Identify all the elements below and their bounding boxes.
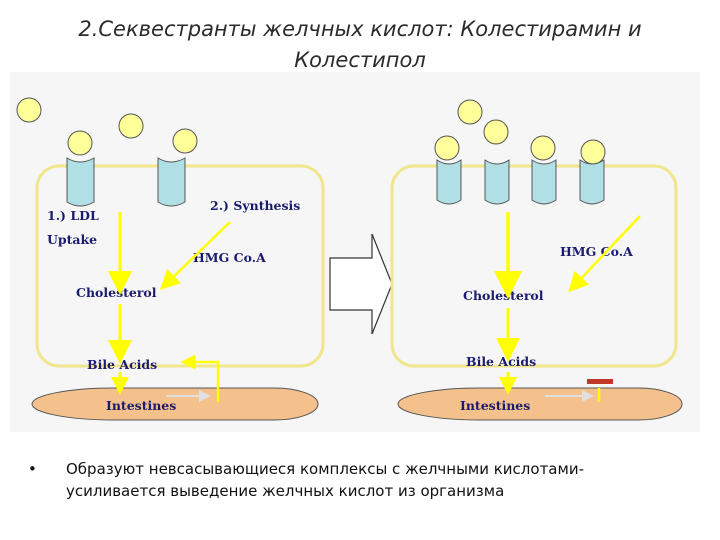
bullet-list: • Образуют невсасывающиеся комплексы с ж…	[28, 458, 698, 502]
bile-acids-label: Bile Acids	[466, 354, 536, 369]
bullet-marker: •	[28, 460, 37, 478]
reabsorption-block-bar	[587, 379, 613, 384]
ldl-particle	[483, 119, 509, 145]
reabsorption-arrow	[180, 354, 220, 402]
transition-arrow	[329, 233, 393, 335]
bullet-item: • Образуют невсасывающиеся комплексы с ж…	[28, 458, 698, 502]
title-line-1: 2.Секвестранты желчных кислот: Колестира…	[78, 17, 642, 41]
left-panel: 1.) LDL Uptake 2.) Synthesis HMG Co.A Ch…	[16, 97, 325, 421]
intestine-tube	[114, 388, 274, 420]
ldl-receptor	[66, 157, 95, 207]
ldl-particle	[16, 97, 42, 123]
bullet-text-line-1: Образуют невсасывающиеся комплексы с жел…	[66, 460, 584, 478]
cholesterol-label: Cholesterol	[463, 288, 544, 303]
ldl-receptor	[484, 159, 510, 205]
ldl-particle	[67, 130, 93, 156]
intestines-label: Intestines	[106, 398, 176, 413]
ldl-uptake-label: 1.) LDL	[47, 208, 99, 223]
title-line-2: Колестипол	[294, 48, 426, 72]
slide-title: 2.Секвестранты желчных кислот: Колестира…	[0, 14, 720, 76]
intestines-label: Intestines	[460, 398, 530, 413]
right-panel: HMG Co.A Cholesterol Bile Acids Intestin…	[390, 99, 683, 421]
cholesterol-label: Cholesterol	[76, 285, 157, 300]
bullet-text-line-2: усиливается выведение желчных кислот из …	[66, 482, 505, 500]
ldl-particle	[118, 113, 144, 139]
hmg-coa-label: HMG Co.A	[193, 250, 266, 265]
ldl-uptake-label-2: Uptake	[47, 232, 97, 247]
ldl-receptor	[531, 159, 557, 205]
ldl-particle	[580, 139, 606, 165]
synthesis-label: 2.) Synthesis	[210, 198, 300, 213]
ldl-particle	[434, 135, 460, 161]
synthesis-to-cholesterol-arrow	[159, 221, 231, 290]
synthesis-to-cholesterol-arrow	[568, 215, 641, 293]
ldl-particle	[530, 135, 556, 161]
ldl-receptor	[579, 159, 605, 205]
ldl-receptor	[157, 157, 186, 207]
ldl-particle	[172, 128, 198, 154]
hmg-coa-label: HMG Co.A	[560, 244, 633, 259]
ldl-receptor	[436, 159, 462, 205]
ldl-particle	[457, 99, 483, 125]
bile-acids-label: Bile Acids	[87, 357, 157, 372]
